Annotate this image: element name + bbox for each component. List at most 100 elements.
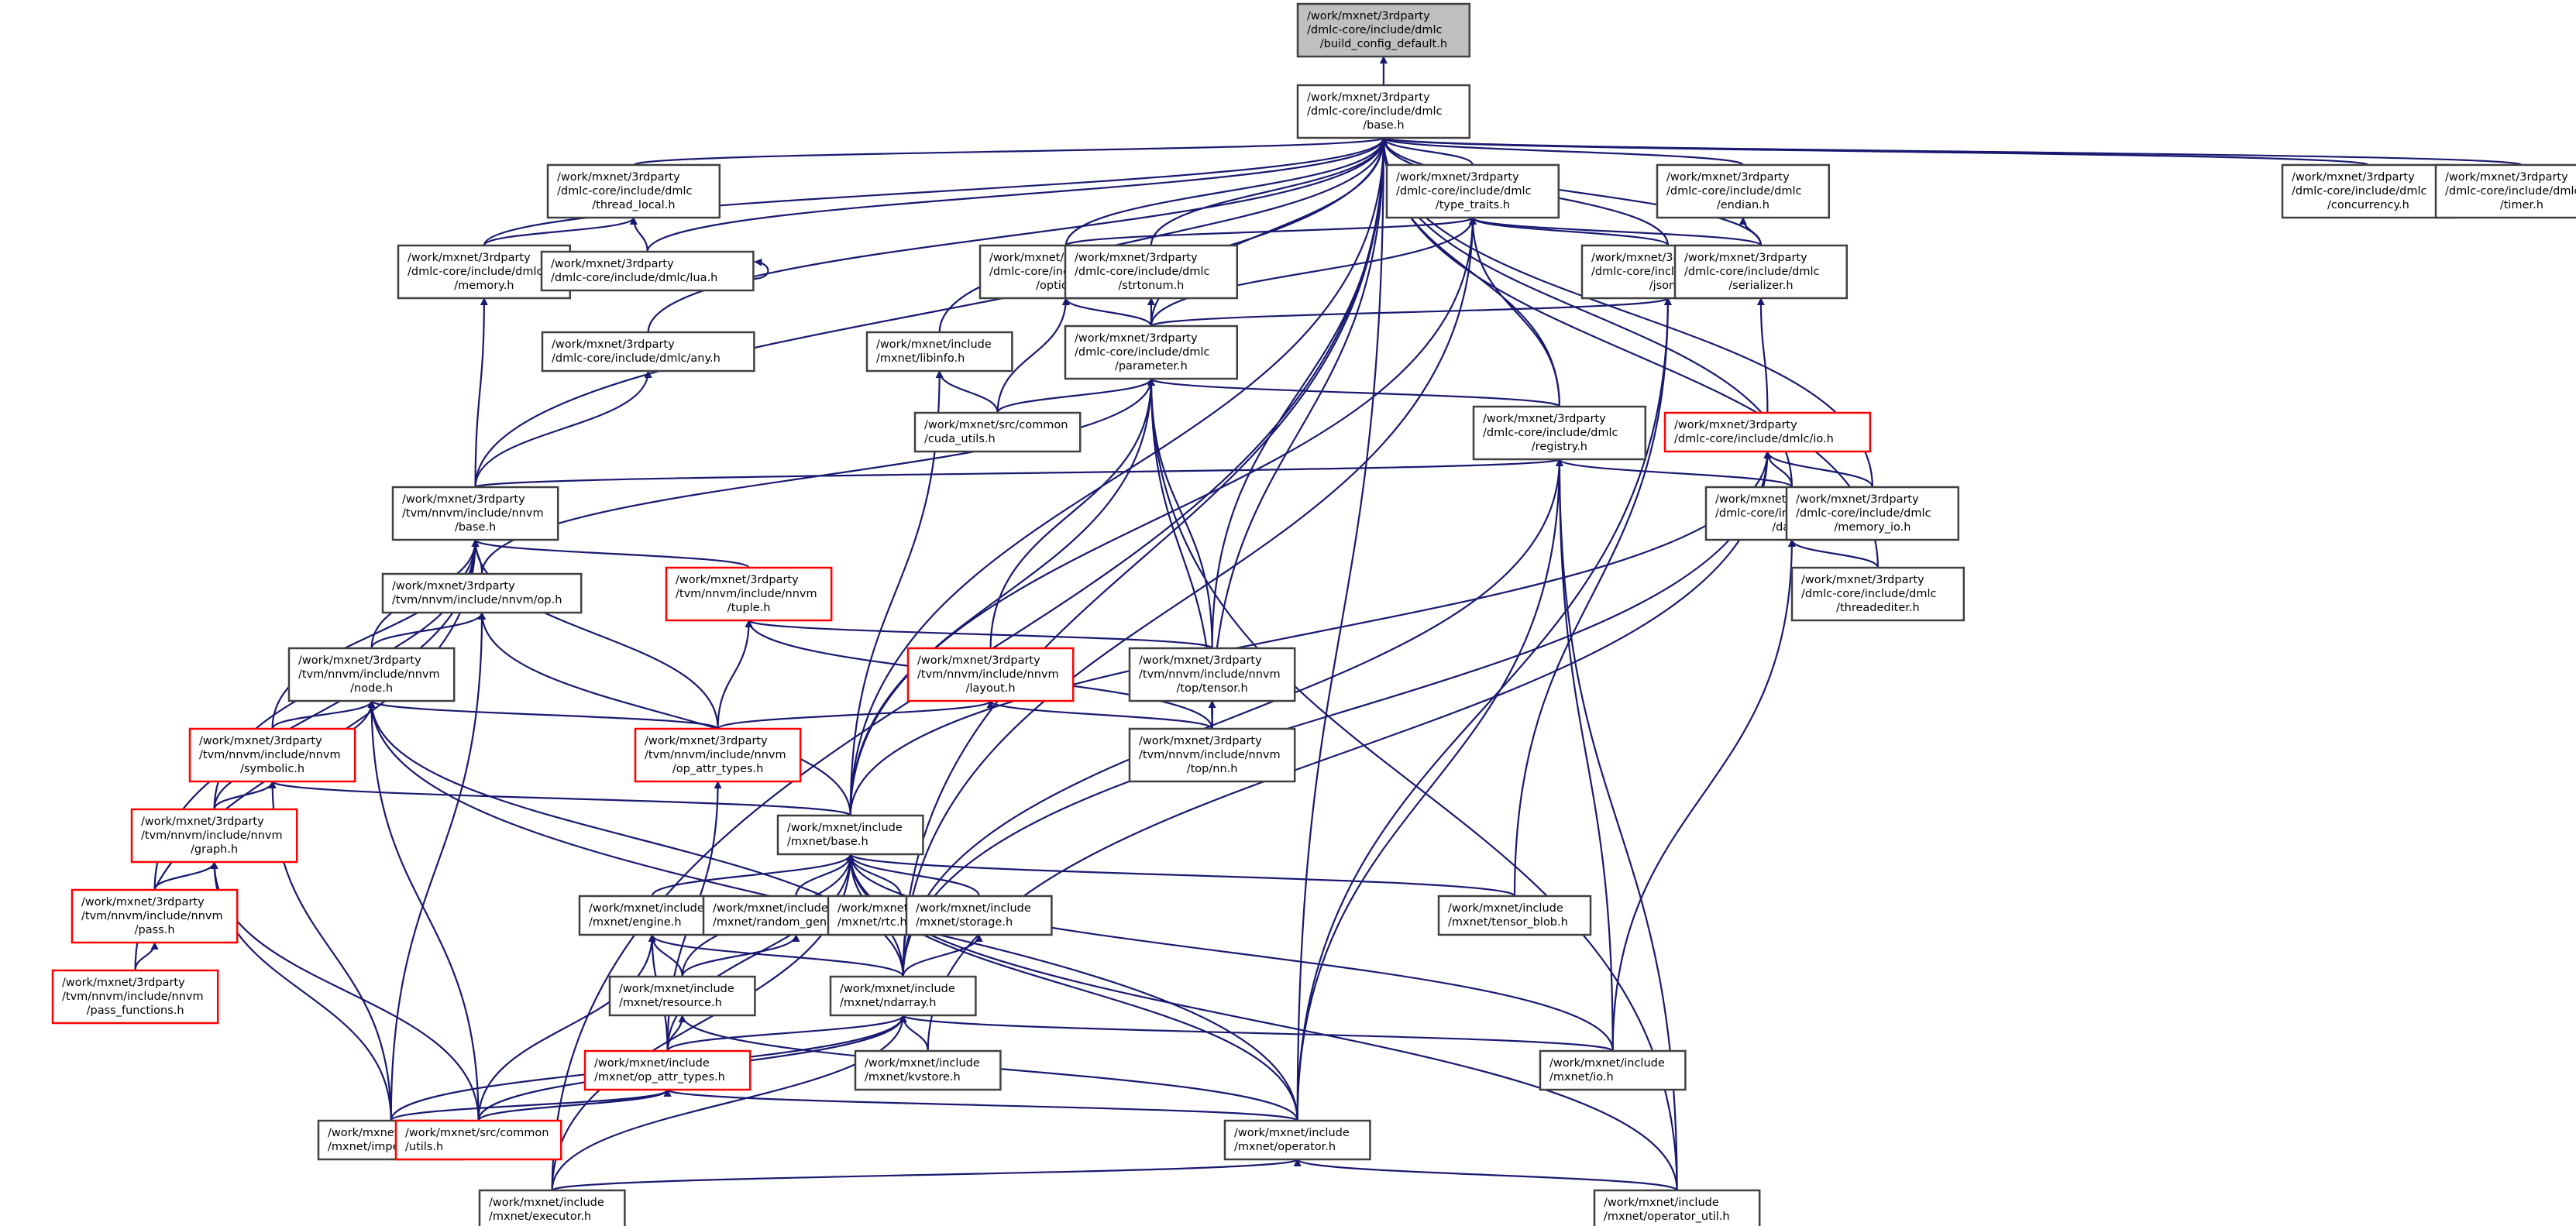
node-tuple[interactable]: /work/mxnet/3rdparty/tvm/nnvm/include/nn… xyxy=(665,566,833,622)
edge-concurrency-to-dmlc_base xyxy=(1380,136,2369,167)
node-ndarray[interactable]: /work/mxnet/include/mxnet/ndarray.h xyxy=(829,975,977,1017)
node-box xyxy=(2434,163,2576,219)
node-box xyxy=(1656,163,1831,219)
node-label-line: /build_config_default.h xyxy=(1320,38,1447,50)
node-label-line: /dmlc-core/include/dmlc xyxy=(1075,266,1210,278)
edge-threadediter-to-data xyxy=(1787,539,1879,568)
edge-serializer-to-type_traits xyxy=(1469,216,1762,247)
node-label-line: /work/mxnet/3rdparty xyxy=(2292,171,2415,184)
node-symbolic[interactable]: /work/mxnet/3rdparty/tvm/nnvm/include/nn… xyxy=(188,727,356,783)
node-label-line: /dmlc-core/include/dmlc xyxy=(408,266,543,278)
node-any[interactable]: /work/mxnet/3rdparty/dmlc-core/include/d… xyxy=(541,331,755,373)
node-pass-functions[interactable]: /work/mxnet/3rdparty/tvm/nnvm/include/nn… xyxy=(51,969,219,1025)
edge-lua-to-lua xyxy=(753,258,769,280)
node-label-line: /work/mxnet/3rdparty xyxy=(1666,171,1790,184)
node-label-line: /memory.h xyxy=(454,280,514,292)
node-endian[interactable]: /work/mxnet/3rdparty/dmlc-core/include/d… xyxy=(1656,163,1831,219)
node-label-line: /work/mxnet/3rdparty xyxy=(552,338,675,351)
node-mxnet-base[interactable]: /work/mxnet/include/mxnet/base.h xyxy=(776,814,924,856)
node-timer[interactable]: /work/mxnet/3rdparty/dmlc-core/include/d… xyxy=(2434,163,2576,219)
node-label-line: /symbolic.h xyxy=(240,763,304,775)
edge-timer-to-dmlc_base xyxy=(1380,136,2523,167)
node-lua[interactable]: /work/mxnet/3rdparty/dmlc-core/include/d… xyxy=(540,250,755,292)
node-memory-io[interactable]: /work/mxnet/3rdparty/dmlc-core/include/d… xyxy=(1785,486,1960,541)
node-strtonum[interactable]: /work/mxnet/3rdparty/dmlc-core/include/d… xyxy=(1064,244,1239,300)
node-label-line: /mxnet/libinfo.h xyxy=(876,352,965,365)
node-node[interactable]: /work/mxnet/3rdparty/tvm/nnvm/include/nn… xyxy=(287,647,456,702)
node-registry[interactable]: /work/mxnet/3rdparty/dmlc-core/include/d… xyxy=(1472,405,1647,461)
node-build-config-default[interactable]: /work/mxnet/3rdparty/dmlc-core/include/d… xyxy=(1296,2,1471,58)
node-type-traits[interactable]: /work/mxnet/3rdparty/dmlc-core/include/d… xyxy=(1385,163,1560,219)
edge-resource-to-engine xyxy=(648,934,683,977)
node-nnvm-op[interactable]: /work/mxnet/3rdparty/tvm/nnvm/include/nn… xyxy=(381,572,583,614)
node-label-line: /dmlc-core/include/dmlc/lua.h xyxy=(551,272,717,284)
edge-graph-to-symbolic xyxy=(213,781,277,810)
node-label-line: /registry.h xyxy=(1532,441,1587,453)
node-parameter[interactable]: /work/mxnet/3rdparty/dmlc-core/include/d… xyxy=(1064,325,1239,380)
node-label-line: /tvm/nnvm/include/nnvm xyxy=(917,668,1059,681)
node-operator-util[interactable]: /work/mxnet/include/mxnet/operator_util.… xyxy=(1593,1189,1761,1226)
node-threadediter[interactable]: /work/mxnet/3rdparty/dmlc-core/include/d… xyxy=(1790,566,1966,622)
node-graph[interactable]: /work/mxnet/3rdparty/tvm/nnvm/include/nn… xyxy=(130,808,298,864)
node-label-line: /tvm/nnvm/include/nnvm xyxy=(141,829,283,842)
node-label-line: /work/mxnet/3rdparty xyxy=(1796,493,1919,506)
node-box xyxy=(1790,566,1966,622)
node-box xyxy=(1128,727,1296,783)
node-engine[interactable]: /work/mxnet/include/mxnet/engine.h xyxy=(578,895,726,936)
edge-imperative-to-graph xyxy=(210,861,392,1121)
node-dmlc-io[interactable]: /work/mxnet/3rdparty/dmlc-core/include/d… xyxy=(1663,411,1872,453)
node-nnvm-op-attr-types[interactable]: /work/mxnet/3rdparty/tvm/nnvm/include/nn… xyxy=(634,727,802,783)
node-label-line: /work/mxnet/3rdparty xyxy=(408,252,531,264)
node-libinfo[interactable]: /work/mxnet/include/mxnet/libinfo.h xyxy=(865,331,1013,373)
node-label-line: /mxnet/resource.h xyxy=(619,997,722,1009)
edge-serializer-to-endian xyxy=(1739,217,1762,246)
edge-mx_op_attr_types-to-ndarray xyxy=(666,1015,907,1052)
node-layout[interactable]: /work/mxnet/3rdparty/tvm/nnvm/include/nn… xyxy=(906,647,1075,702)
node-label-line: /dmlc-core/include/dmlc xyxy=(1796,507,1931,520)
node-tensor-blob[interactable]: /work/mxnet/include/mxnet/tensor_blob.h xyxy=(1437,895,1592,936)
edge-utils-to-graph xyxy=(210,861,480,1121)
node-box xyxy=(634,727,802,783)
node-top-tensor[interactable]: /work/mxnet/3rdparty/tvm/nnvm/include/nn… xyxy=(1128,647,1296,702)
node-label-line: /work/mxnet/3rdparty xyxy=(1139,735,1262,747)
node-utils[interactable]: /work/mxnet/src/common/utils.h xyxy=(394,1119,562,1161)
node-operator[interactable]: /work/mxnet/include/mxnet/operator.h xyxy=(1223,1119,1371,1161)
node-thread-local[interactable]: /work/mxnet/3rdparty/dmlc-core/include/d… xyxy=(546,163,721,219)
node-box xyxy=(1223,1119,1371,1161)
node-serializer[interactable]: /work/mxnet/3rdparty/dmlc-core/include/d… xyxy=(1673,244,1849,300)
node-resource[interactable]: /work/mxnet/include/mxnet/resource.h xyxy=(608,975,756,1017)
node-label-line: /work/mxnet/include xyxy=(1549,1057,1665,1070)
node-mx-op-attr-types[interactable]: /work/mxnet/include/mxnet/op_attr_types.… xyxy=(583,1049,751,1091)
edge-strtonum-to-dmlc_base xyxy=(1150,137,1388,246)
node-top-nn[interactable]: /work/mxnet/3rdparty/tvm/nnvm/include/nn… xyxy=(1128,727,1296,783)
node-box xyxy=(1437,895,1592,936)
edge-mxnet_io-to-data xyxy=(1611,539,1796,1052)
node-box xyxy=(1593,1189,1761,1226)
node-label-line: /work/mxnet/include xyxy=(1448,902,1563,915)
node-cuda-utils[interactable]: /work/mxnet/src/common/cuda_utils.h xyxy=(913,411,1082,453)
node-box xyxy=(906,647,1075,702)
node-box xyxy=(776,814,924,856)
node-kvstore[interactable]: /work/mxnet/include/mxnet/kvstore.h xyxy=(854,1049,1002,1091)
node-label-line: /endian.h xyxy=(1717,199,1769,211)
edge-top_nn-to-dmlc_base xyxy=(1211,137,1388,730)
node-dmlc-base[interactable]: /work/mxnet/3rdparty/dmlc-core/include/d… xyxy=(1296,84,1471,139)
node-box xyxy=(1539,1049,1687,1091)
node-pass[interactable]: /work/mxnet/3rdparty/tvm/nnvm/include/nn… xyxy=(71,888,239,944)
node-label-line: /dmlc-core/include/dmlc xyxy=(557,185,693,197)
edge-memory-to-dmlc_base xyxy=(483,137,1388,246)
node-label-line: /layout.h xyxy=(966,682,1016,695)
node-nnvm-base[interactable]: /work/mxnet/3rdparty/tvm/nnvm/include/nn… xyxy=(391,486,559,541)
node-executor[interactable]: /work/mxnet/include/mxnet/executor.h xyxy=(478,1189,626,1226)
node-mxnet-io[interactable]: /work/mxnet/include/mxnet/io.h xyxy=(1539,1049,1687,1091)
node-label-line: /dmlc-core/include/dmlc xyxy=(1307,105,1443,118)
node-label-line: /mxnet/ndarray.h xyxy=(840,997,936,1009)
node-label-line: /tvm/nnvm/include/nnvm xyxy=(1139,668,1281,681)
node-label-line: /dmlc-core/include/dmlc xyxy=(1666,185,1802,197)
node-concurrency[interactable]: /work/mxnet/3rdparty/dmlc-core/include/d… xyxy=(2281,163,2456,219)
edge-symbolic-to-node xyxy=(271,700,376,730)
edge-registry-to-type_traits xyxy=(1468,217,1560,407)
node-box xyxy=(381,572,583,614)
edge-imperative-to-mx_op_attr_types xyxy=(390,1088,672,1122)
node-storage[interactable]: /work/mxnet/include/mxnet/storage.h xyxy=(905,895,1053,936)
